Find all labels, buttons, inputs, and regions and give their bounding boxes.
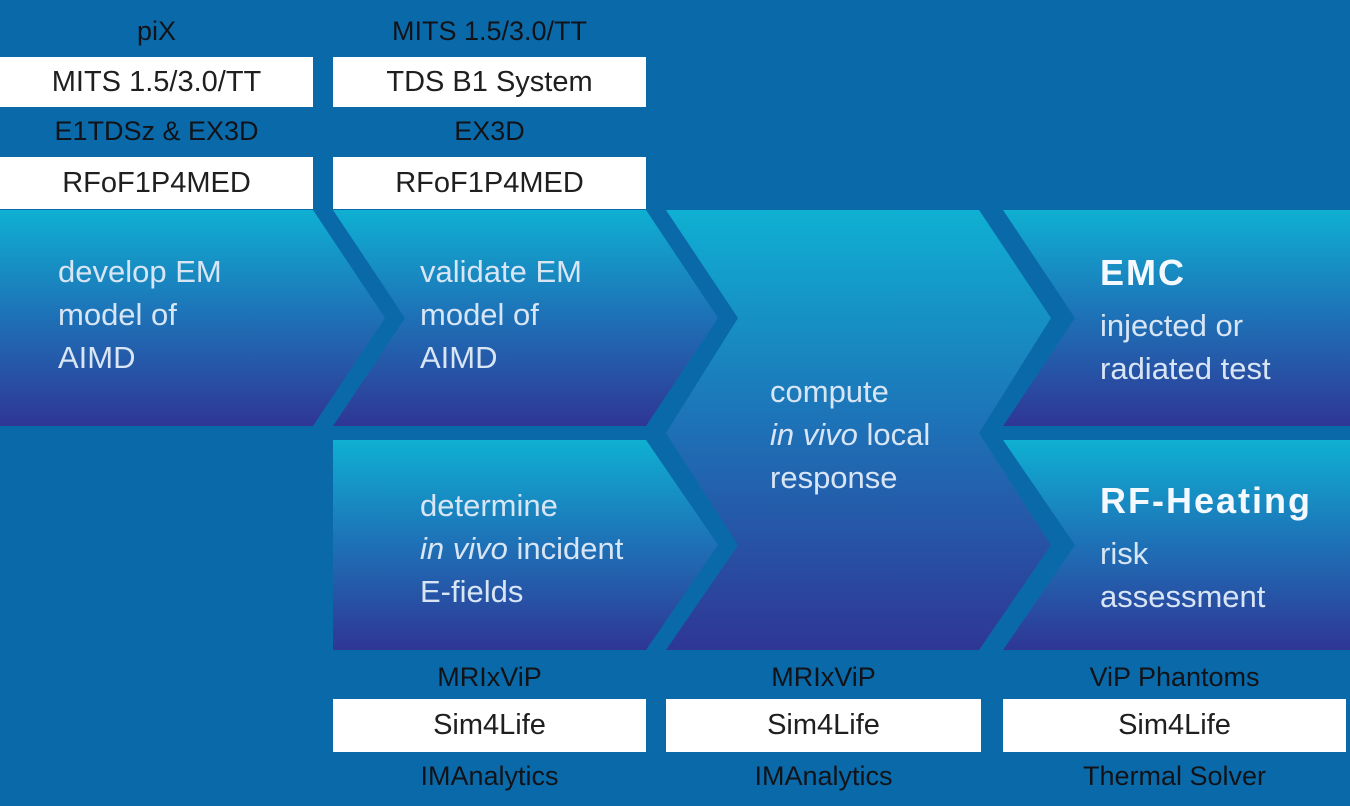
chevron-develop-line: AIMD xyxy=(58,340,136,375)
bar-sim4life-col4: Sim4Life xyxy=(1003,699,1346,752)
chevron-emc-line: injected or xyxy=(1100,308,1244,343)
chevron-develop-em-model: develop EM model of AIMD xyxy=(0,210,385,426)
chevron-rf-line: assessment xyxy=(1100,579,1266,614)
chevron-determine-line: in vivo incident xyxy=(420,531,624,566)
chevron-emc-test: EMC injected or radiated test xyxy=(1003,210,1350,426)
chevron-emc-header: EMC xyxy=(1100,252,1186,293)
bar-rfof1p4med-col1: RFoF1P4MED xyxy=(0,157,313,209)
label-ex3d: EX3D xyxy=(454,115,525,146)
label-imanalytics-col3: IMAnalytics xyxy=(754,760,893,791)
label-mrixvip-col2: MRIxViP xyxy=(437,661,542,692)
chevron-validate-line: AIMD xyxy=(420,340,498,375)
label-mits-col2: MITS 1.5/3.0/TT xyxy=(391,15,588,46)
bar-rfof1p4med-col2: RFoF1P4MED xyxy=(333,157,646,209)
chevron-develop-line: model of xyxy=(58,297,177,332)
chevron-determine-line: determine xyxy=(420,488,558,523)
chevron-develop-line: develop EM xyxy=(58,254,222,289)
chevron-compute-line: in vivo local xyxy=(770,417,931,452)
label-pix: piX xyxy=(136,15,177,46)
bar-sim4life-col3: Sim4Life xyxy=(666,699,981,752)
label-imanalytics-col2: IMAnalytics xyxy=(420,760,559,791)
bar-sim4life-col2: Sim4Life xyxy=(333,699,646,752)
chevron-determine-line: E-fields xyxy=(420,574,524,609)
label-thermal-solver: Thermal Solver xyxy=(1082,760,1267,791)
label-mrixvip-col3: MRIxViP xyxy=(771,661,876,692)
chevron-rf-header: RF-Heating xyxy=(1100,480,1312,521)
chevron-compute-local-response: compute in vivo local response xyxy=(666,210,1051,650)
chevron-compute-line: compute xyxy=(770,374,889,409)
label-e1tdsz-ex3d: E1TDSz & EX3D xyxy=(54,115,259,146)
chevron-validate-em-model: validate EM model of AIMD xyxy=(333,210,718,426)
chevron-emc-line: radiated test xyxy=(1100,351,1271,386)
chevron-validate-line: model of xyxy=(420,297,539,332)
chevron-rf-line: risk xyxy=(1100,536,1149,571)
chevron-compute-line: response xyxy=(770,460,898,495)
chevron-rf-heating-risk: RF-Heating risk assessment xyxy=(1003,440,1350,650)
label-vip-phantoms: ViP Phantoms xyxy=(1089,661,1260,692)
bar-tds-b1-system: TDS B1 System xyxy=(333,57,646,107)
chevron-determine-incident-efields: determine in vivo incident E-fields xyxy=(333,440,718,650)
chevron-validate-line: validate EM xyxy=(420,254,582,289)
bar-mits-col1: MITS 1.5/3.0/TT xyxy=(0,57,313,107)
